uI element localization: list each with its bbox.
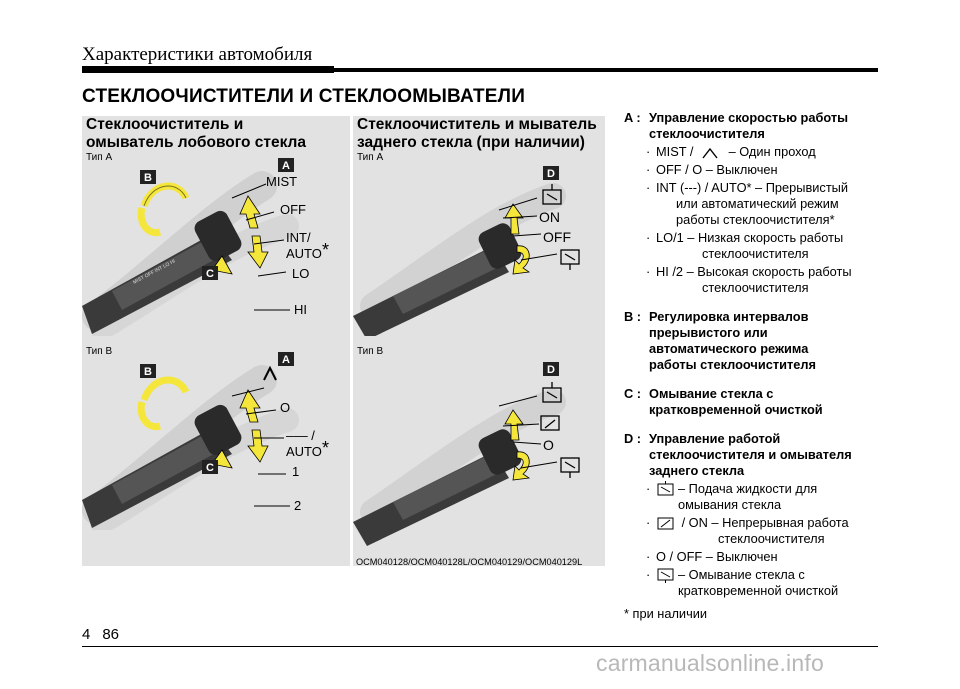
list-item: · OFF / O – Выключен	[646, 162, 778, 177]
chapter-title: Характеристики автомобиля	[82, 44, 313, 65]
mist-chevron-icon	[702, 147, 718, 159]
label-int-dashes: ‒‒‒ /	[286, 428, 315, 443]
rear-type-a-label: Тип A	[357, 152, 384, 163]
callout-c: C	[202, 266, 218, 280]
washer-icon	[542, 184, 562, 205]
rear-wiper-heading: Стеклоочиститель и мыватель заднего стек…	[357, 116, 597, 151]
footer-rule	[82, 646, 878, 647]
label-speed-2: 2	[294, 498, 301, 513]
front-wiper-panel: Стеклоочиститель и омыватель лобового ст…	[82, 116, 350, 566]
svg-text:D: D	[547, 364, 555, 376]
wiper-washer-icon	[560, 457, 580, 478]
svg-text:C: C	[206, 462, 214, 474]
watermark: carmanualsonline.info	[596, 650, 824, 676]
label-o: O	[280, 400, 290, 415]
front-wiper-heading: Стеклоочиститель и омыватель лобового ст…	[86, 116, 307, 151]
label-o: O	[543, 437, 554, 453]
rear-stalk-type-b-illustration: D O	[353, 362, 580, 546]
svg-text:C: C	[206, 268, 214, 280]
label-off: OFF	[280, 202, 306, 217]
front-stalk-type-a-illustration: MIST OFF INT LO HI B A C	[82, 158, 329, 336]
rotate-arrow	[140, 182, 190, 208]
label-int: INT/	[286, 230, 311, 245]
callout-a: A	[278, 352, 294, 366]
figure-caption: OCM040128/OCM040128L/OCM040129/OCM040129…	[356, 557, 583, 567]
section-title: СТЕКЛООЧИСТИТЕЛИ И СТЕКЛООМЫВАТЕЛИ	[82, 86, 526, 107]
svg-text:A: A	[282, 354, 290, 366]
callout-d: D	[543, 362, 559, 376]
wiper-washer-icon	[657, 568, 674, 583]
label-speed-1: 1	[292, 464, 299, 479]
wiper-on-icon	[657, 517, 674, 530]
list-item: · O / OFF – Выключен	[646, 549, 778, 564]
label-auto: AUTO	[286, 444, 322, 459]
list-item: · MIST / – Один проход	[646, 144, 816, 159]
wiper-washer-icon	[560, 249, 580, 270]
svg-text:A: A	[282, 160, 290, 172]
callout-d: D	[543, 166, 559, 180]
front-stalk-type-b-illustration: B A C O ‒‒‒ / AUTO * 1 2	[82, 352, 329, 530]
label-hi: HI	[294, 302, 307, 317]
mist-chevron-icon	[263, 365, 277, 381]
svg-text:B: B	[144, 172, 152, 184]
front-type-b-label: Тип B	[86, 346, 113, 357]
callout-a: A	[278, 158, 294, 172]
callout-c: C	[202, 460, 218, 474]
callout-b: B	[140, 364, 156, 378]
svg-text:B: B	[144, 366, 152, 378]
washer-icon	[542, 382, 562, 403]
rotate-arrow	[140, 376, 190, 402]
rear-type-b-label: Тип B	[357, 346, 384, 357]
label-star: *	[322, 438, 329, 458]
washer-icon	[657, 481, 674, 496]
label-lo: LO	[292, 266, 309, 281]
callout-b: B	[140, 170, 156, 184]
label-auto: AUTO	[286, 246, 322, 261]
front-type-a-label: Тип A	[86, 152, 113, 163]
rear-wiper-panel: Стеклоочиститель и мыватель заднего стек…	[353, 116, 605, 566]
chapter-rule	[82, 66, 878, 73]
label-mist: MIST	[266, 174, 297, 189]
label-star: *	[322, 240, 329, 260]
wiper-on-icon	[540, 415, 560, 431]
svg-text:D: D	[547, 168, 555, 180]
footnote: * при наличии	[624, 606, 708, 621]
rear-stalk-type-a-illustration: D ON OFF	[353, 166, 580, 336]
label-on: ON	[539, 209, 560, 225]
label-off: OFF	[543, 229, 571, 245]
